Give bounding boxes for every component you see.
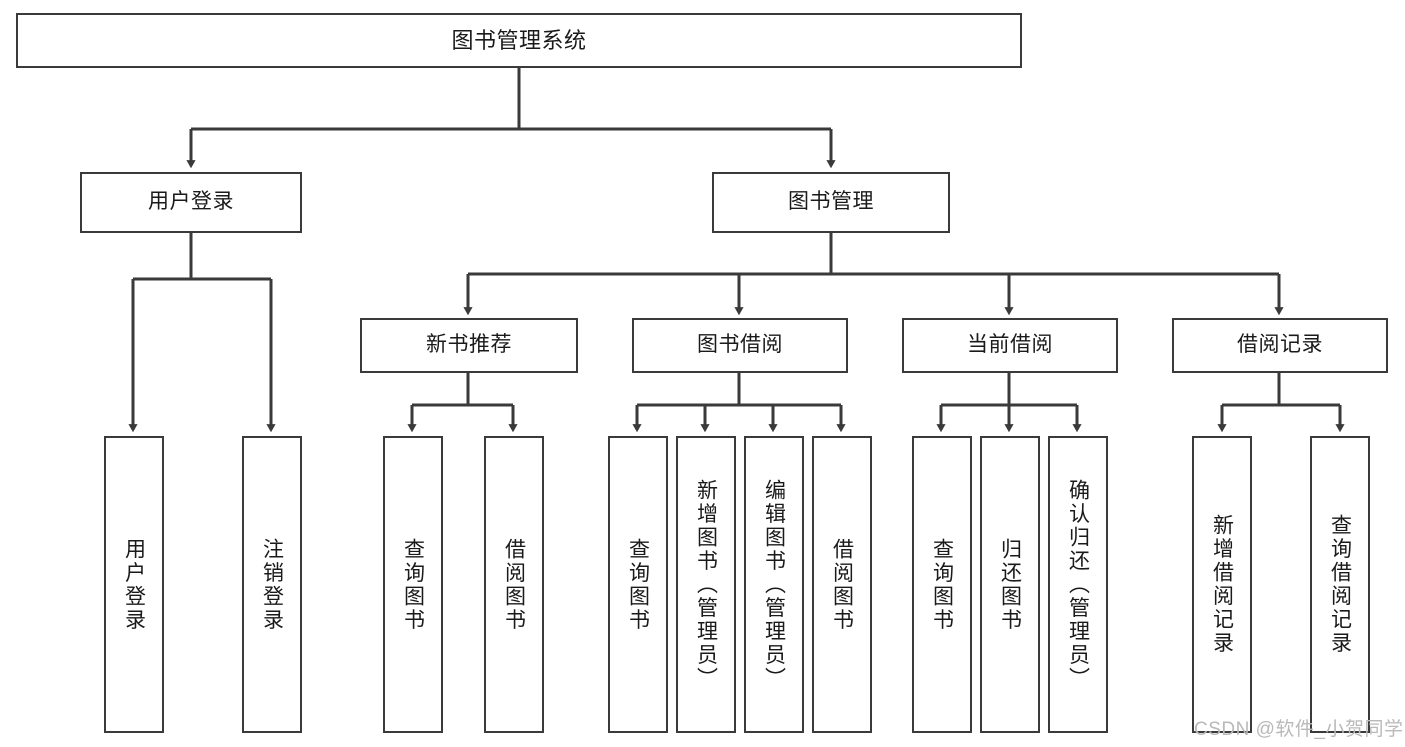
node-label: 查询图书 [930, 537, 954, 632]
node-label: 新增图书（管理员） [694, 478, 718, 691]
node-current-borrow[interactable]: 当前借阅 [902, 318, 1118, 373]
node-label: 当前借阅 [967, 333, 1053, 357]
node-user-login[interactable]: 用户登录 [80, 172, 302, 233]
csdn-watermark: CSDN @软件_小贺同学 [1194, 719, 1404, 740]
node-label: 借阅图书 [830, 537, 854, 632]
leaf-query-borrow-record[interactable]: 查询借阅记录 [1310, 436, 1370, 733]
leaf-return-book[interactable]: 归还图书 [980, 436, 1040, 733]
leaf-query-book-current[interactable]: 查询图书 [912, 436, 972, 733]
node-label: 图书管理系统 [451, 27, 587, 53]
leaf-edit-book-admin[interactable]: 编辑图书（管理员） [744, 436, 804, 733]
leaf-query-book-recommend[interactable]: 查询图书 [383, 436, 443, 733]
node-label: 新增借阅记录 [1210, 514, 1234, 655]
node-borrow-record[interactable]: 借阅记录 [1172, 318, 1388, 373]
node-label: 查询图书 [401, 537, 425, 632]
node-label: 图书管理 [788, 190, 874, 214]
node-label: 编辑图书（管理员） [762, 478, 786, 691]
leaf-add-book-admin[interactable]: 新增图书（管理员） [676, 436, 736, 733]
node-label: 注销登录 [260, 537, 284, 632]
node-root-system[interactable]: 图书管理系统 [16, 13, 1022, 68]
leaf-query-book-borrow[interactable]: 查询图书 [608, 436, 668, 733]
node-book-management[interactable]: 图书管理 [712, 172, 950, 233]
leaf-logout[interactable]: 注销登录 [242, 436, 302, 733]
leaf-user-login[interactable]: 用户登录 [104, 436, 164, 733]
leaf-borrow-book[interactable]: 借阅图书 [812, 436, 872, 733]
node-book-borrow[interactable]: 图书借阅 [632, 318, 848, 373]
leaf-add-borrow-record[interactable]: 新增借阅记录 [1192, 436, 1252, 733]
node-label: 借阅记录 [1237, 333, 1323, 357]
leaf-confirm-return-admin[interactable]: 确认归还（管理员） [1048, 436, 1108, 733]
node-label: 图书借阅 [697, 333, 783, 357]
leaf-borrow-book-recommend[interactable]: 借阅图书 [484, 436, 544, 733]
node-label: 用户登录 [148, 190, 234, 214]
node-label: 新书推荐 [426, 333, 512, 357]
node-label: 借阅图书 [502, 537, 526, 632]
node-label: 查询图书 [626, 537, 650, 632]
node-label: 归还图书 [998, 537, 1022, 632]
node-label: 确认归还（管理员） [1066, 478, 1090, 691]
node-new-book-recommend[interactable]: 新书推荐 [360, 318, 578, 373]
node-label: 用户登录 [122, 537, 146, 632]
node-label: 查询借阅记录 [1328, 514, 1352, 655]
